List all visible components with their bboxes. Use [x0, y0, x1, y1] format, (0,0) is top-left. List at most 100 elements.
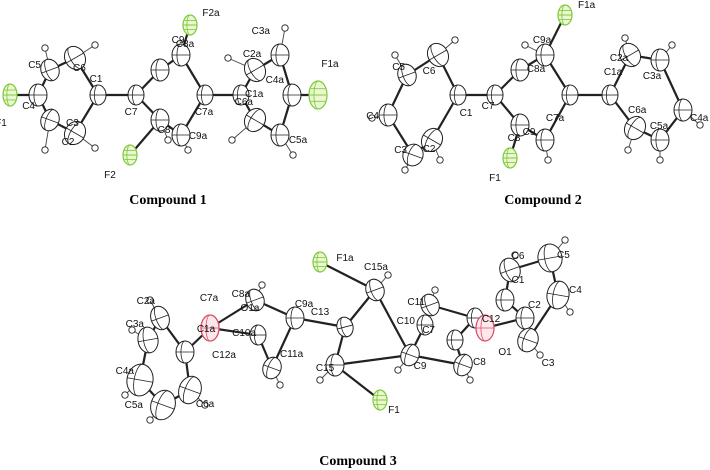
- atom-label-c9: C9: [414, 361, 427, 372]
- ellipsoid-octant: [182, 376, 195, 404]
- atom-label-f1a: F1a: [321, 59, 339, 70]
- atom-label-c7a: C7a: [200, 293, 219, 304]
- atom-c6a: [178, 375, 202, 405]
- atom-label-c8a: C8a: [527, 64, 546, 75]
- ellipsoid-octant: [155, 390, 169, 420]
- atom-c7a: [561, 84, 579, 106]
- ellipsoid-octant: [383, 103, 389, 127]
- atom-c9: [171, 43, 191, 67]
- ellipsoid-octant: [500, 288, 506, 312]
- atom-c7: [127, 84, 145, 106]
- ellipsoid-octant: [454, 84, 459, 106]
- atom-c3a: [270, 43, 290, 67]
- ellipsoid-octant: [275, 43, 281, 67]
- ellipsoid-octant: [180, 340, 186, 364]
- hydrogen-atom: [184, 146, 192, 154]
- ellipsoid-octant: [290, 306, 296, 330]
- ellipsoid-octant: [67, 121, 82, 144]
- atom-c1: [449, 84, 467, 106]
- ellipsoid-axis: [421, 301, 439, 309]
- hydrogen-atom: [561, 236, 569, 244]
- hydrogen-atom: [281, 24, 289, 32]
- hydrogen-atom: [451, 36, 459, 44]
- ellipsoid-axis: [366, 286, 384, 294]
- atom-label-c5: C5: [28, 60, 41, 71]
- atom-o1: [475, 314, 495, 342]
- atom-label-c4a: C4a: [116, 366, 135, 377]
- atom-c11: [420, 293, 440, 317]
- atom-c1a: [175, 340, 195, 364]
- atom-label-c7a: C7a: [546, 113, 565, 124]
- atom-label-c4a: C4a: [266, 75, 285, 86]
- atom-label-c6a: C6a: [235, 97, 254, 108]
- ellipsoid-octant: [401, 64, 411, 86]
- ellipsoid-axis: [538, 255, 562, 261]
- atom-label-c1: C1: [90, 74, 103, 85]
- atom-label-c8a: C8a: [232, 289, 251, 300]
- ellipsoid-octant: [155, 108, 161, 132]
- atom-o1a: [200, 314, 220, 342]
- atom-label-c9a: C9a: [295, 299, 314, 310]
- atom-c5: [537, 243, 563, 273]
- hydrogen-atom: [521, 41, 529, 49]
- atom-label-c2a: C2a: [243, 49, 262, 60]
- hydrogen-atom: [466, 376, 474, 384]
- atom-label-c5a: C5a: [125, 400, 144, 411]
- ellipsoid-octant: [520, 306, 526, 330]
- atom-c10a: [249, 324, 267, 346]
- ellipsoid-octant: [44, 59, 54, 81]
- ellipsoid-axis: [337, 324, 353, 330]
- ellipsoid-octant: [457, 354, 467, 376]
- atom-c8: [453, 353, 473, 377]
- atom-c11a: [262, 356, 282, 380]
- hydrogen-atom: [566, 308, 574, 316]
- atom-label-c7: C7: [125, 107, 138, 118]
- atom-c13: [336, 316, 354, 338]
- ellipsoid-octant: [340, 316, 348, 338]
- atom-label-c6a: C6a: [628, 105, 647, 116]
- atom-label-f2a: F2a: [202, 8, 220, 19]
- atom-label-c9a: C9a: [189, 131, 208, 142]
- atom-f2a: [182, 14, 198, 36]
- atom-label-f1a: F1a: [336, 253, 354, 264]
- atom-label-c15a: C15a: [364, 262, 388, 273]
- ellipsoid-octant: [247, 59, 262, 82]
- atom-label-c9a: C9a: [533, 35, 552, 46]
- hydrogen-atom: [668, 41, 676, 49]
- ellipsoid-octant: [176, 43, 182, 67]
- atom-f1: [372, 389, 388, 411]
- ellipsoid-octant: [404, 344, 414, 366]
- ellipsoid-octant: [655, 48, 661, 72]
- atom-c6: [499, 257, 521, 283]
- hydrogen-atom: [276, 381, 284, 389]
- ellipsoid-axis: [151, 400, 175, 410]
- atom-label-c1a: C1a: [245, 89, 264, 100]
- ellipsoid-axis: [138, 337, 158, 343]
- atom-label-c5a: C5a: [289, 135, 308, 146]
- ellipsoid-octant: [237, 84, 242, 106]
- hydrogen-atom: [401, 166, 409, 174]
- atom-label-f1: F1: [388, 405, 400, 416]
- ellipsoid-axis: [423, 134, 441, 146]
- atom-c7: [486, 84, 504, 106]
- atom-label-f1: F1: [0, 118, 7, 129]
- ellipsoid-octant: [154, 306, 165, 330]
- atom-c1a: [601, 84, 619, 106]
- atom-c9a: [535, 43, 555, 67]
- atom-c10: [416, 314, 434, 336]
- atom-c8a: [150, 58, 170, 82]
- atom-c9: [400, 343, 420, 367]
- hydrogen-atom: [224, 54, 232, 62]
- atom-label-c5: C5: [392, 62, 405, 73]
- atom-c8: [510, 113, 530, 137]
- ellipsoid-octant: [369, 279, 379, 301]
- hydrogen-atom: [436, 156, 444, 164]
- hydrogen-atom: [164, 136, 172, 144]
- atom-label-c2: C2: [528, 300, 541, 311]
- ellipsoid-axis: [41, 116, 59, 124]
- hydrogen-atom: [201, 401, 209, 409]
- ellipsoid-axis: [518, 336, 538, 344]
- atom-c15: [325, 353, 345, 377]
- hydrogen-atom: [128, 326, 136, 334]
